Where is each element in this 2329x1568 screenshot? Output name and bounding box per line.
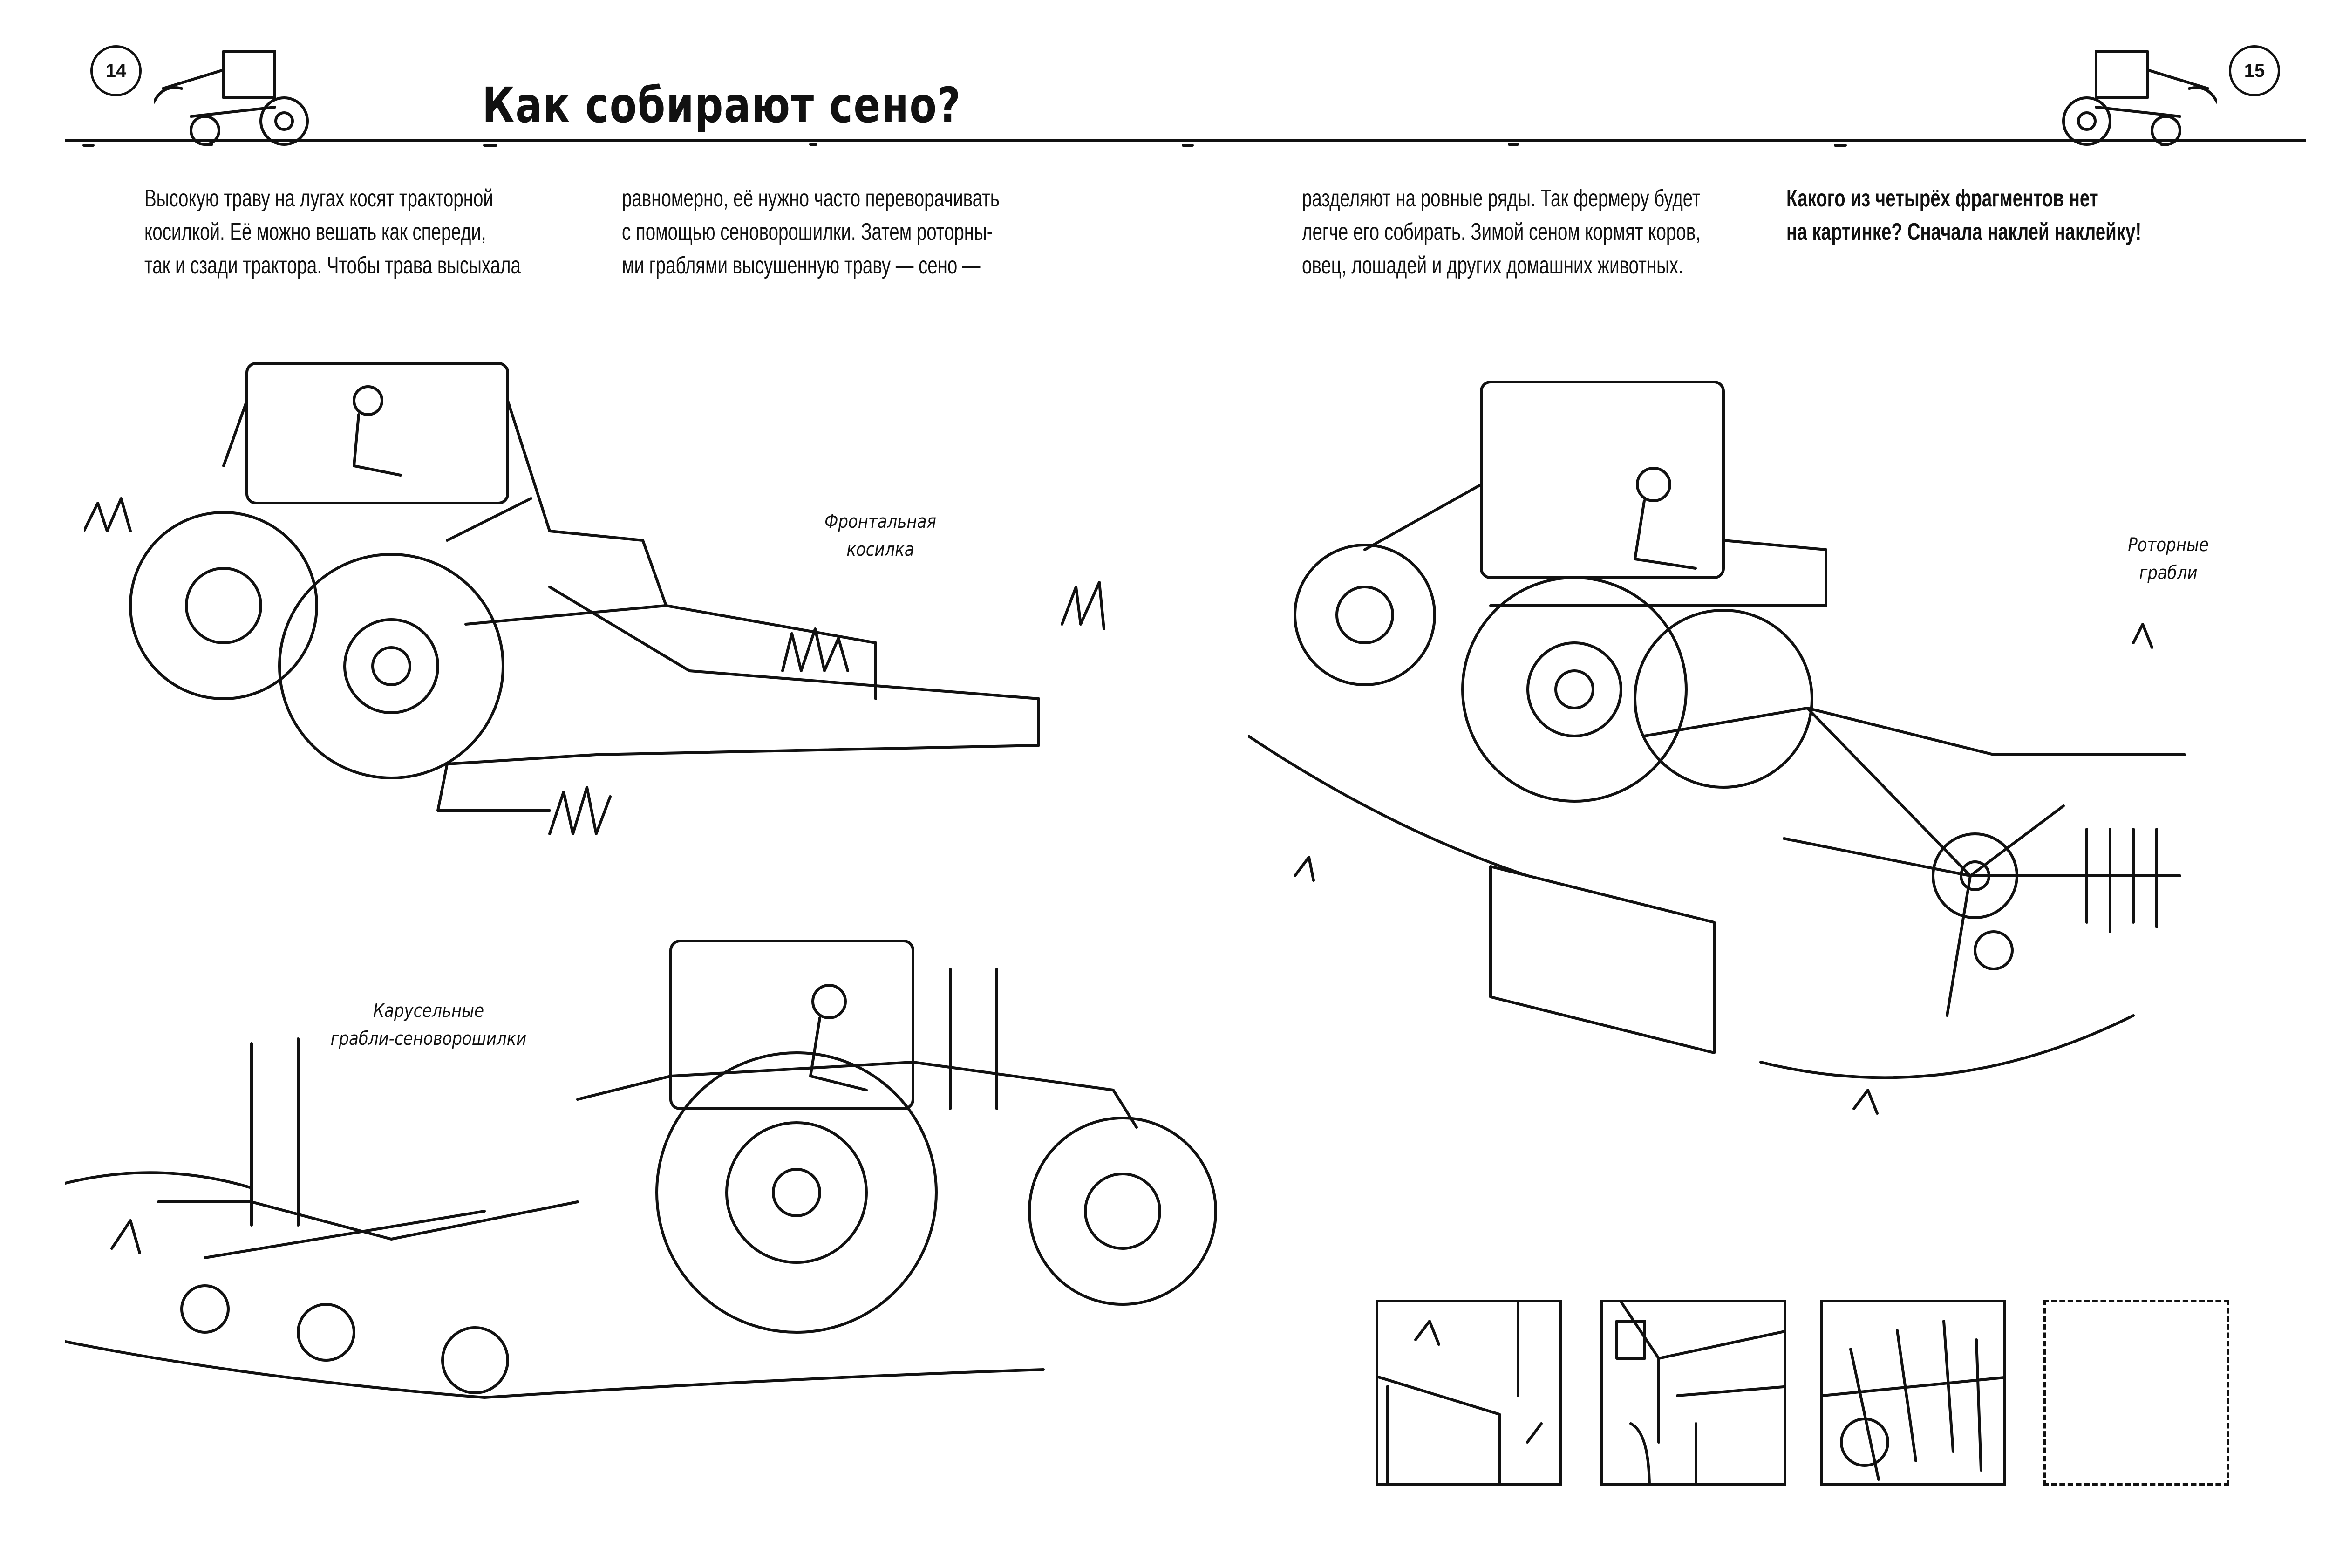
page-number-left: 14 [90,45,142,96]
front-mower-tractor-illustration [84,362,1105,835]
fragment-rake-tines-image [1823,1320,2003,1481]
label-line: грабли-сеноворошилки [330,1028,527,1050]
label-line: косилка [846,539,914,560]
label-front-mower: Фронтальная косилка [801,508,960,564]
text-line: Высокую траву на лугах косят тракторной [144,185,493,212]
label-line: Фронтальная [824,511,936,532]
label-line: Карусельные [373,1000,484,1022]
carousel-rake-tractor-illustration [65,940,1217,1399]
text-line: косилкой. Её можно вешать как спереди, [144,218,486,245]
page-title: Как собирают сено? [482,77,961,134]
text-column-3: разделяют на ровные ряды. Так фермеру бу… [1302,182,1701,282]
label-rotary-rake: Роторные грабли [2089,531,2247,587]
text-line: равномерно, её нужно часто переворачиват… [622,185,1000,212]
text-line: с помощью сеноворошилки. Затем роторны- [622,218,993,245]
text-line: Какого из четырёх фрагментов нет [1786,185,2098,212]
page-number-text: 14 [105,60,127,81]
header-tractor-left-icon [154,50,309,146]
label-line: Роторные [2128,534,2209,556]
text-line: на картинке? Сначала наклей наклейку! [1786,218,2142,245]
rotary-rake-tractor-illustration [1248,381,2186,1115]
text-line: разделяют на ровные ряды. Так фермеру бу… [1302,185,1701,212]
label-line: грабли [2139,562,2198,584]
fragment-tractor-hood-image [1615,1302,1784,1483]
fragment-rake-board-image [1378,1302,1543,1483]
page-number-right: 15 [2229,45,2280,96]
text-line: легче его собирать. Зимой сеном кормят к… [1302,218,1701,245]
text-line: овец, лошадей и других домашних животных… [1302,252,1683,279]
text-column-2: равномерно, её нужно часто переворачиват… [622,182,1000,282]
label-carousel-rake: Карусельные грабли-сеноворошилки [310,997,547,1053]
header-tractor-right-icon [2062,50,2217,146]
ground-divider-line [65,139,2306,147]
page-number-text: 15 [2244,60,2265,81]
sticker-placeholder[interactable] [2043,1300,2229,1486]
task-question: Какого из четырёх фрагментов нет на карт… [1786,182,2141,249]
fragment-option-1[interactable] [1376,1300,1562,1486]
text-line: так и сзади трактора. Чтобы трава высыха… [144,252,521,279]
fragment-option-3[interactable] [1820,1300,2006,1486]
text-column-1: Высокую траву на лугах косят тракторной … [144,182,521,282]
text-line: ми граблями высушенную траву — сено — [622,252,981,279]
fragment-option-2[interactable] [1600,1300,1786,1486]
